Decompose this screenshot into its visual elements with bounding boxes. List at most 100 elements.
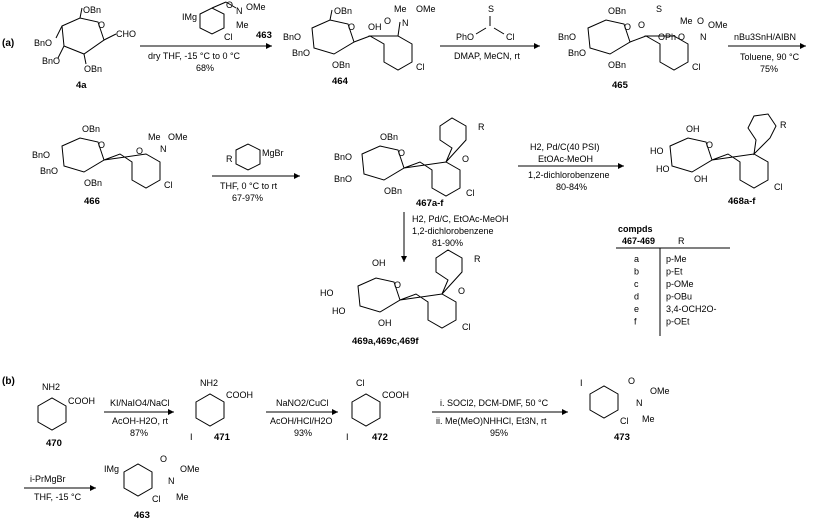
atom-label: PhO <box>456 32 474 42</box>
compound-466: OBn BnO BnO OBn O Me O N OMe Cl 466 <box>32 124 188 207</box>
section-label-a: (a) <box>2 38 14 49</box>
table-header-compds: compds <box>618 224 653 234</box>
condition-text: Toluene, 90 °C <box>740 52 800 62</box>
atom-label: OH <box>378 318 392 328</box>
atom-label: OBn <box>608 6 626 16</box>
atom-label: BnO <box>558 32 576 42</box>
condition-text: 93% <box>294 428 312 438</box>
atom-label: N <box>636 398 643 408</box>
atom-label: Me <box>236 20 249 30</box>
atom-label: OMe <box>708 20 728 30</box>
atom-label: COOH <box>226 390 253 400</box>
atom-label: Cl <box>506 32 515 42</box>
condition-text: AcOH/HCl/H2O <box>270 416 333 426</box>
atom-label: Me <box>148 132 161 142</box>
atom-label: N <box>168 476 175 486</box>
table-row-r: p-OMe <box>666 279 694 289</box>
compound-467a-f: OBn BnO BnO OBn O R O Cl 467a-f <box>334 117 485 209</box>
atom-label: OBn <box>380 132 398 142</box>
atom-label: R <box>474 254 481 264</box>
condition-text: H2, Pd/C(40 PSI) <box>530 142 600 152</box>
atom-label: O <box>384 16 391 26</box>
condition-text: i. SOCl2, DCM-DMF, 50 °C <box>440 398 549 408</box>
compound-469: OH HO HO OH O R O Cl 469a,469c,469f <box>320 249 481 347</box>
atom-label: OBn <box>332 60 350 70</box>
atom-label: OBn <box>82 124 100 134</box>
atom-label: Cl <box>692 62 701 72</box>
atom-label: S <box>488 4 494 14</box>
atom-label: R <box>226 154 233 164</box>
atom-label: BnO <box>34 38 52 48</box>
atom-label: OBn <box>608 60 626 70</box>
atom-label: NH2 <box>42 382 60 392</box>
table-row-id: c <box>634 279 639 289</box>
table-row-r: p-Me <box>666 254 687 264</box>
atom-label: OBn <box>334 6 352 16</box>
condition-text: ii. Me(MeO)NHHCl, Et3N, rt <box>436 416 547 426</box>
condition-text: KI/NaIO4/NaCl <box>110 398 170 408</box>
atom-label: Cl <box>774 182 783 192</box>
atom-label: Me <box>394 4 407 14</box>
atom-label: OBn <box>84 64 102 74</box>
table-row-r: 3,4-OCH2O- <box>666 304 717 314</box>
atom-label: O <box>226 0 233 10</box>
atom-label: OPh <box>658 32 676 42</box>
atom-label: COOH <box>68 396 95 406</box>
atom-label: OH <box>686 124 700 134</box>
condition-text: EtOAc-MeOH <box>538 154 593 164</box>
table-row-id: b <box>634 267 639 277</box>
atom-label: O <box>394 280 401 290</box>
atom-label: N <box>236 6 243 16</box>
condition-text: 80-84% <box>556 182 587 192</box>
condition-text: NaNO2/CuCl <box>276 398 329 408</box>
reaction-arrow-b1: KI/NaIO4/NaCl AcOH-H2O, rt 87% <box>104 398 174 438</box>
compound-label: 469a,469c,469f <box>352 336 419 347</box>
atom-label: S <box>656 4 662 14</box>
atom-label: O <box>628 376 635 386</box>
atom-label: OMe <box>180 464 200 474</box>
atom-label: BnO <box>334 152 352 162</box>
atom-label: OMe <box>650 386 670 396</box>
compound-472: Cl COOH I 472 <box>346 378 409 443</box>
condition-text: 81-90% <box>432 238 463 248</box>
reaction-arrow-4: R MgBr THF, 0 °C to rt 67-97% <box>212 143 300 203</box>
compound-label: 4a <box>76 80 87 91</box>
atom-label: O <box>398 148 405 158</box>
atom-label: R <box>478 122 485 132</box>
reagent-463: IMg O N OMe Me Cl 463 <box>182 0 272 42</box>
atom-label: O <box>462 154 469 164</box>
atom-label: O <box>160 454 167 464</box>
atom-label: O <box>697 16 704 26</box>
atom-label: N <box>402 18 409 28</box>
compound-463: IMg O N OMe Me Cl 463 <box>104 454 200 521</box>
compound-label: 465 <box>612 80 629 91</box>
condition-text: i-PrMgBr <box>30 474 66 484</box>
condition-text: dry THF, -15 °C to 0 °C <box>148 51 241 61</box>
atom-label: Cl <box>224 32 233 42</box>
condition-text: AcOH-H2O, rt <box>112 416 169 426</box>
reaction-arrow-b4: i-PrMgBr THF, -15 °C <box>24 474 96 502</box>
atom-label: Cl <box>416 62 425 72</box>
condition-text: 95% <box>490 428 508 438</box>
atom-label: MgBr <box>262 148 284 158</box>
table-row-id: d <box>634 292 639 302</box>
atom-label: HO <box>650 146 664 156</box>
table-row-r: p-Et <box>666 267 683 277</box>
atom-label: IMg <box>182 12 197 22</box>
atom-label: I <box>580 378 583 388</box>
compound-label: 472 <box>372 432 388 443</box>
reaction-arrow-1: dry THF, -15 °C to 0 °C 68% <box>140 43 272 73</box>
atom-label: OBn <box>83 5 101 15</box>
atom-label: BnO <box>42 56 60 66</box>
atom-label: HO <box>332 306 346 316</box>
atom-label: Me <box>680 16 693 26</box>
table-row-id: f <box>634 317 637 327</box>
atom-label: I <box>190 432 193 442</box>
atom-label: R <box>780 120 787 130</box>
compound-473: I O N OMe Me Cl 473 <box>580 376 670 443</box>
compound-label: 473 <box>614 432 630 443</box>
compound-471: NH2 COOH I 471 <box>190 378 253 443</box>
